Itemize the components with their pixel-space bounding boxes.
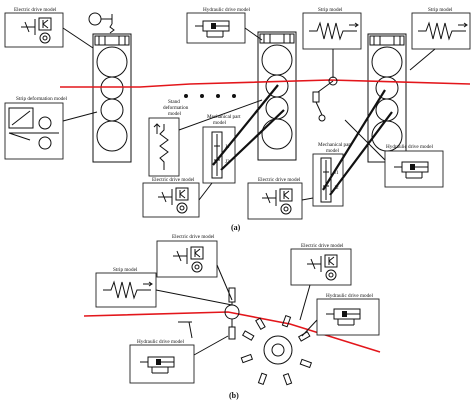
connector (409, 48, 436, 71)
strip-model-label-1: Strip model (318, 7, 343, 13)
tension-roller (312, 76, 338, 122)
mill-stand-3 (367, 33, 407, 163)
svg-text:J2: J2 (225, 159, 230, 165)
ellipsis-dots (184, 94, 236, 98)
electric-drive-box-3 (247, 182, 303, 220)
strip-model-box-b (95, 272, 157, 308)
connector (198, 182, 213, 201)
electric-drive-label-1: Electric drive model (14, 7, 57, 13)
mechanical-part-box-1: J1 J2 (202, 126, 236, 184)
mechanical-part-label-1a: Mechanical part (207, 114, 241, 120)
electric-drive-label-b2: Electric drive model (301, 243, 344, 249)
hydraulic-drive-box-b2 (316, 298, 380, 336)
hydraulic-drive-box-b1 (129, 344, 195, 384)
stand-deformation-label-1: Stand (168, 99, 180, 105)
mill-stand-1 (92, 33, 132, 163)
strip-line-b (83, 311, 381, 353)
lever-icon (178, 321, 193, 339)
connector (155, 289, 233, 306)
electric-drive-label-2: Electric drive model (152, 177, 195, 183)
strip-model-box-1 (302, 12, 362, 50)
connector (244, 27, 263, 41)
stand-deformation-label-2: deformation (163, 104, 189, 111)
electric-drive-label-b1: Electric drive model (172, 234, 215, 240)
mechanical-part-label-2a: Mechanical part (318, 142, 352, 148)
svg-text:J1: J1 (334, 170, 339, 176)
mill-stand-2 (257, 31, 297, 161)
hydraulic-drive-label-right: Hydraulic drive model (386, 144, 434, 150)
strip-model-label-b: Strip model (113, 267, 138, 273)
electric-drive-box-b1 (156, 240, 218, 278)
caption-a: (a) (231, 223, 241, 232)
spindle-line (322, 89, 386, 191)
connector (62, 27, 94, 49)
strip-model-box-2 (411, 12, 471, 50)
electric-drive-box-1 (4, 12, 64, 48)
connector (216, 264, 233, 301)
tension-roller-b (224, 287, 240, 340)
connector (301, 319, 318, 337)
electric-drive-label-3: Electric drive model (258, 177, 301, 183)
stand-deformation-label-3: model (168, 111, 182, 117)
hydraulic-drive-label-b1: Hydraulic drive model (137, 339, 185, 345)
hydraulic-drive-box-top (186, 12, 246, 44)
connector (178, 99, 263, 131)
gauge-icon (88, 12, 115, 34)
connector (344, 119, 386, 161)
strip-model-label-2: Strip model (428, 7, 453, 13)
electric-drive-box-b2 (290, 248, 352, 286)
stand-deformation-box (148, 117, 180, 177)
connector (299, 284, 311, 321)
connector (62, 111, 98, 122)
mechanical-part-label-2b: model (326, 148, 340, 154)
hydraulic-drive-label-top: Hydraulic drive model (203, 7, 251, 13)
spindle-line (220, 109, 285, 171)
spindle-line (212, 84, 279, 166)
connector (193, 335, 229, 356)
coiler-drum (240, 314, 313, 386)
spindle-line (329, 111, 393, 196)
electric-drive-box-2 (142, 182, 200, 218)
strip-line-a (60, 79, 471, 88)
mechanical-part-label-1b: model (213, 120, 227, 126)
strip-deformation-label: Strip deformation model (16, 95, 68, 102)
connector (301, 197, 314, 201)
caption-b: (b) (229, 391, 239, 400)
hydraulic-drive-box-right (384, 150, 444, 188)
strip-deformation-box (4, 102, 64, 160)
hydraulic-drive-label-b2: Hydraulic drive model (326, 293, 374, 299)
